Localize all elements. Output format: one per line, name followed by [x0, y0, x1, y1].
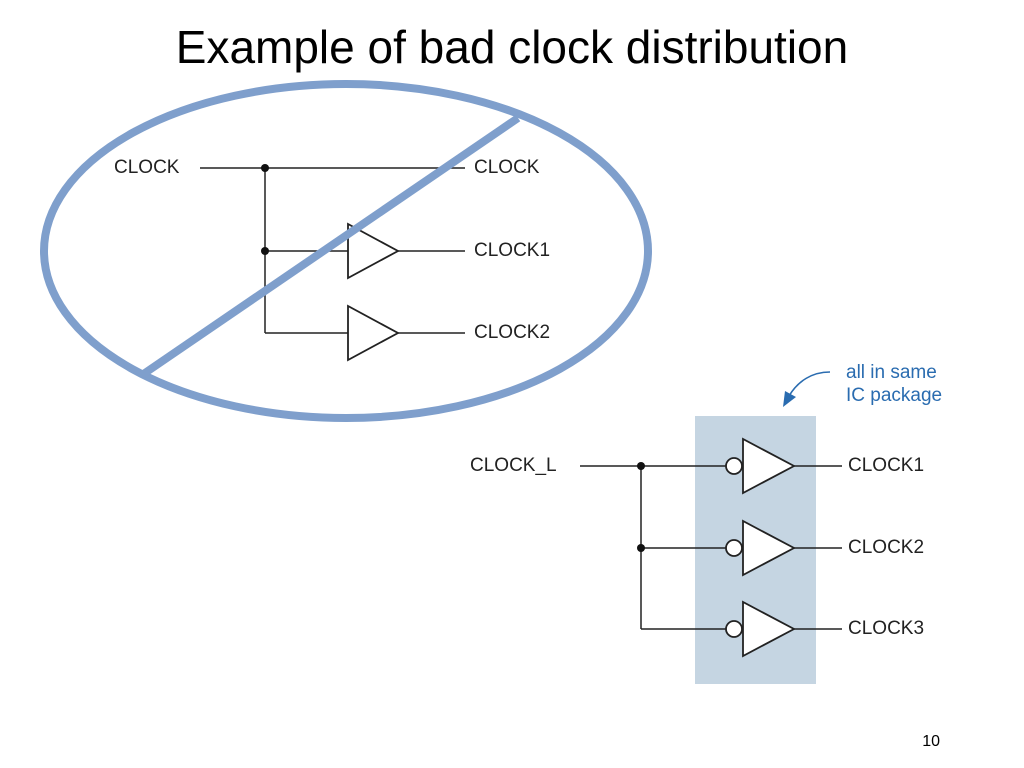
good-buffer-2 — [742, 519, 796, 577]
good-output-label-clock2: CLOCK2 — [848, 537, 924, 558]
good-output-label-clock1: CLOCK1 — [848, 455, 924, 476]
good-output-label-clock3: CLOCK3 — [848, 618, 924, 639]
good-inverter-bubble-3 — [725, 620, 743, 638]
prohibition-slash — [139, 114, 521, 379]
prohibition-ellipse — [40, 80, 652, 422]
good-inverter-bubble-2 — [725, 539, 743, 557]
bad-output-label-clock2: CLOCK2 — [474, 322, 550, 343]
bad-junction-dot-top — [261, 164, 269, 172]
bad-distribution-circuit: CLOCK CLOCK CLOCK1 CLOCK2 — [114, 157, 550, 362]
bad-buffer-2 — [347, 304, 400, 362]
good-junction-dot-top — [637, 462, 645, 470]
good-inverter-bubble-1 — [725, 457, 743, 475]
slide-title: Example of bad clock distribution — [175, 21, 849, 73]
page-number: 10 — [922, 733, 940, 750]
bad-input-label: CLOCK — [114, 157, 180, 178]
good-distribution-circuit: all in same IC package CLOCK_L CLOCK1 CL… — [470, 362, 942, 684]
good-input-label: CLOCK_L — [470, 455, 557, 476]
good-buffer-1 — [742, 437, 796, 495]
good-junction-dot-mid — [637, 544, 645, 552]
bad-buffer-1 — [347, 222, 400, 280]
prohibition-sign — [40, 80, 652, 422]
package-note-arrow — [788, 371, 831, 397]
package-note-line1: all in same — [846, 362, 937, 383]
bad-output-label-clock: CLOCK — [474, 157, 540, 178]
good-buffer-3 — [742, 600, 796, 658]
bad-junction-dot-mid — [261, 247, 269, 255]
package-note-line2: IC package — [846, 385, 942, 406]
package-note-arrowhead — [783, 391, 796, 407]
bad-output-label-clock1: CLOCK1 — [474, 240, 550, 261]
